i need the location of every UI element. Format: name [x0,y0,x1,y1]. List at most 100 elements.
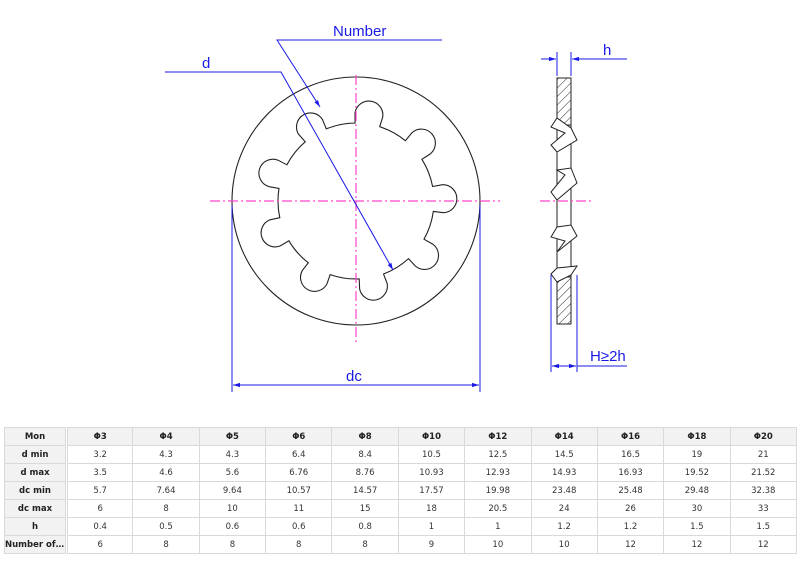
table-cell: 29.48 [663,481,731,500]
H-label: H≥2h [590,348,626,365]
table-cell: 3.5 [65,463,134,482]
column-header: Φ3 [65,427,134,446]
table-cell: 0.4 [65,517,134,536]
dc-dimension: dc [231,205,481,392]
row-header-label: Mon [4,427,68,446]
column-header: Φ18 [663,427,731,446]
column-header: Φ14 [530,427,598,446]
table-cell: 19.52 [663,463,731,482]
row-label: dc max [4,499,68,518]
table-cell: 6.4 [265,445,333,464]
column-header: Φ12 [464,427,532,446]
row-label: Number of t... [4,535,68,554]
table-cell: 10 [530,535,598,554]
number-leader: Number [276,23,442,108]
row-label: h [4,517,68,536]
table-cell: 14.93 [530,463,598,482]
table-cell: 4.3 [132,445,200,464]
number-label: Number [333,23,386,40]
table-cell: 16.93 [596,463,665,482]
table-cell: 1.2 [596,517,665,536]
table-cell: 0.6 [265,517,333,536]
table-cell: 7.64 [132,481,200,500]
table-cell: 10 [198,499,267,518]
side-view [540,77,592,325]
table-cell: 12 [729,535,798,554]
column-header: Φ6 [265,427,333,446]
h-label: h [603,42,611,59]
table-cell: 33 [729,499,798,518]
table-cell: 8 [198,535,267,554]
table-cell: 21 [729,445,798,464]
table-cell: 3.2 [65,445,134,464]
table-cell: 12 [596,535,665,554]
H-dimension: H≥2h [550,275,627,372]
row-label: dc min [4,481,68,500]
front-view [210,75,500,345]
table-cell: 6 [65,535,134,554]
table-cell: 5.6 [198,463,267,482]
table-cell: 18 [397,499,466,518]
column-header: Φ20 [729,427,798,446]
table-cell: 21.52 [729,463,798,482]
column-header: Φ4 [132,427,200,446]
table-cell: 23.48 [530,481,598,500]
column-header: Φ5 [198,427,267,446]
table-cell: 4.3 [198,445,267,464]
dc-label: dc [346,368,362,385]
table-cell: 0.6 [198,517,267,536]
table-cell: 9 [397,535,466,554]
d-leader: d [165,55,394,271]
table-cell: 10.5 [397,445,466,464]
table-cell: 10 [464,535,532,554]
table-cell: 24 [530,499,598,518]
table-cell: 5.7 [65,481,134,500]
h-dimension: h [541,42,627,76]
internal-teeth-outline [258,100,458,301]
table-cell: 10.93 [397,463,466,482]
d-label: d [202,55,210,72]
table-cell: 30 [663,499,731,518]
table-cell: 8 [265,535,333,554]
table-cell: 12 [663,535,731,554]
table-cell: 32.38 [729,481,798,500]
table-cell: 15 [331,499,399,518]
table-cell: 12.5 [464,445,532,464]
table-cell: 8.4 [331,445,399,464]
column-header: Φ16 [596,427,665,446]
table-cell: 8 [132,535,200,554]
table-cell: 14.57 [331,481,399,500]
table-cell: 14.5 [530,445,598,464]
table-cell: 1.5 [729,517,798,536]
table-cell: 0.5 [132,517,200,536]
table-cell: 1.2 [530,517,598,536]
row-label: d max [4,463,68,482]
table-cell: 26 [596,499,665,518]
table-cell: 9.64 [198,481,267,500]
table-cell: 6 [65,499,134,518]
table-cell: 10.57 [265,481,333,500]
table-cell: 4.6 [132,463,200,482]
column-header: Φ8 [331,427,399,446]
table-cell: 19 [663,445,731,464]
column-header: Φ10 [397,427,466,446]
table-cell: 1 [464,517,532,536]
washer-technical-drawing: Number d dc h H≥2h [165,23,627,392]
table-cell: 0.8 [331,517,399,536]
table-cell: 25.48 [596,481,665,500]
table-cell: 19.98 [464,481,532,500]
table-cell: 8.76 [331,463,399,482]
table-cell: 1 [397,517,466,536]
table-cell: 20.5 [464,499,532,518]
table-cell: 17.57 [397,481,466,500]
table-cell: 11 [265,499,333,518]
table-cell: 1.5 [663,517,731,536]
